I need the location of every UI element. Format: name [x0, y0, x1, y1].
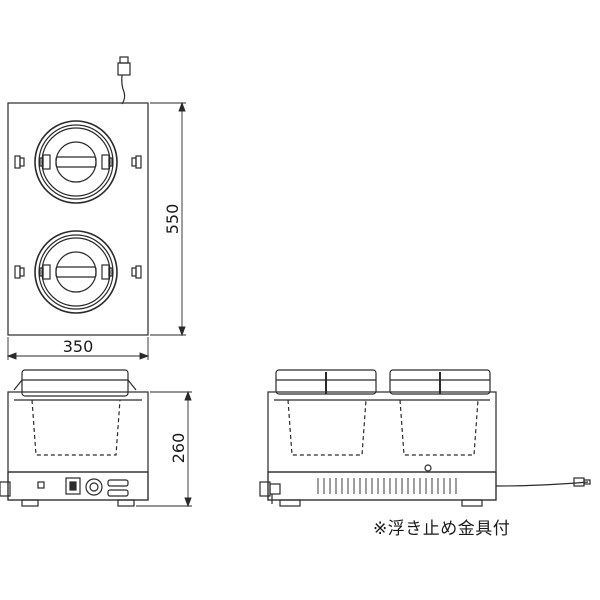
unit-outline-side	[7, 391, 149, 501]
depth-label: 550	[163, 204, 182, 235]
thermostat-dial	[85, 478, 103, 496]
unit-outline-top	[7, 102, 149, 336]
width-dimension	[6, 337, 150, 360]
height-dimension	[136, 390, 192, 508]
control-panel-side	[7, 471, 149, 501]
float-stop-brackets-top	[14, 155, 142, 279]
side-view: 260	[0, 369, 192, 508]
power-cord-top	[117, 56, 131, 105]
top-view: 550 350	[6, 56, 186, 360]
vent-slots	[317, 478, 457, 494]
pot-lid-upper	[34, 120, 118, 204]
float-stop-note: ※浮き止め金具付	[373, 519, 511, 539]
front-view	[259, 369, 591, 507]
width-label: 350	[63, 337, 94, 356]
height-label: 260	[169, 433, 188, 464]
control-panel-front	[267, 471, 497, 501]
depth-dimension	[150, 101, 186, 337]
pot-lid-lower	[34, 230, 118, 314]
unit-outline-front	[267, 391, 497, 501]
